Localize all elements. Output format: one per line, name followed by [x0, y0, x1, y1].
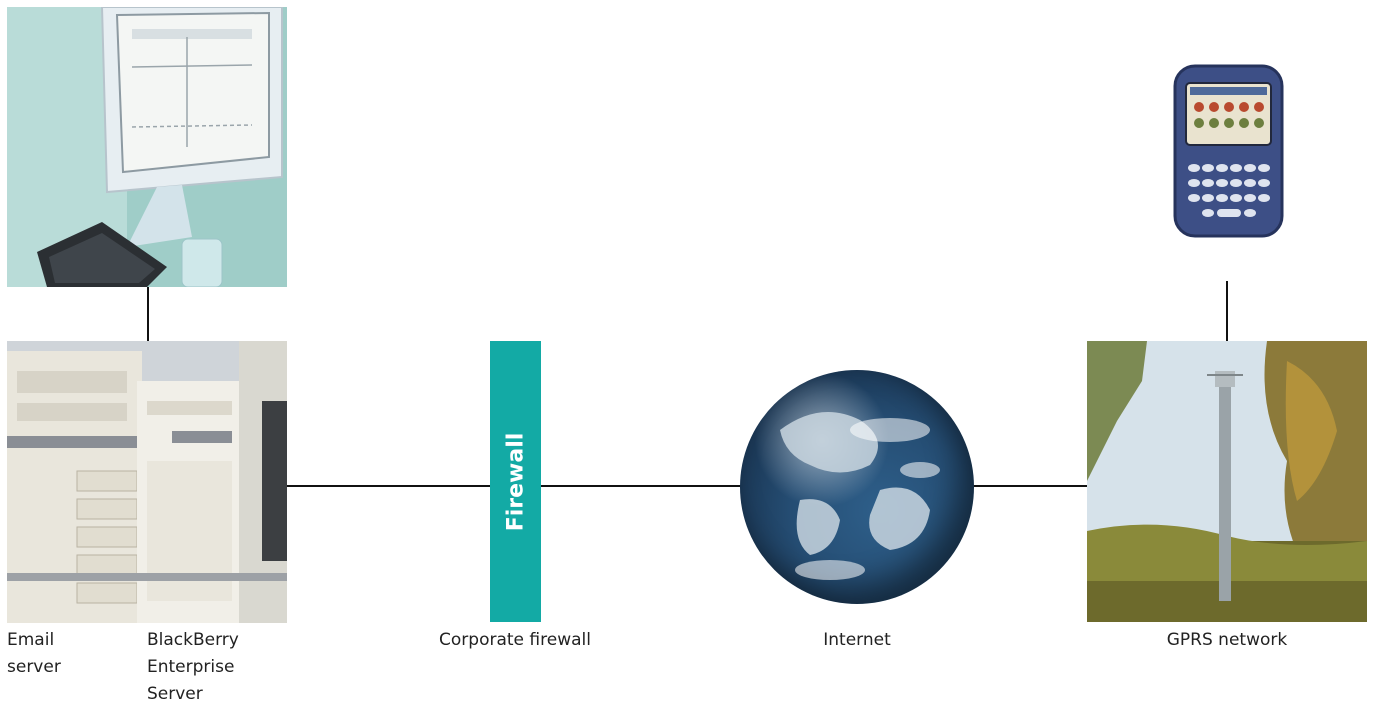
gprs-network-label: GPRS network [1166, 630, 1288, 650]
blackberry-enterprise-server-label: BlackBerry Enterprise Server [147, 630, 239, 704]
desktop-computer-icon [7, 7, 287, 287]
firewall-to-internet-connector [541, 485, 741, 487]
internet-to-gprs-connector [973, 485, 1087, 487]
firewall-bar: Firewall [490, 341, 541, 622]
blackberry-device-icon [1172, 63, 1285, 239]
firewall-bar-label: Firewall [503, 432, 528, 531]
email-server-label: Email server [7, 630, 61, 677]
cell-tower-icon [1087, 341, 1367, 622]
desktop-to-server-connector [147, 287, 149, 341]
globe-icon [740, 370, 974, 604]
server-to-firewall-connector [287, 485, 490, 487]
server-rack-icon [7, 341, 287, 623]
internet-label: Internet [823, 630, 891, 650]
corporate-firewall-label: Corporate firewall [439, 630, 591, 650]
gprs-to-device-connector [1226, 281, 1228, 341]
